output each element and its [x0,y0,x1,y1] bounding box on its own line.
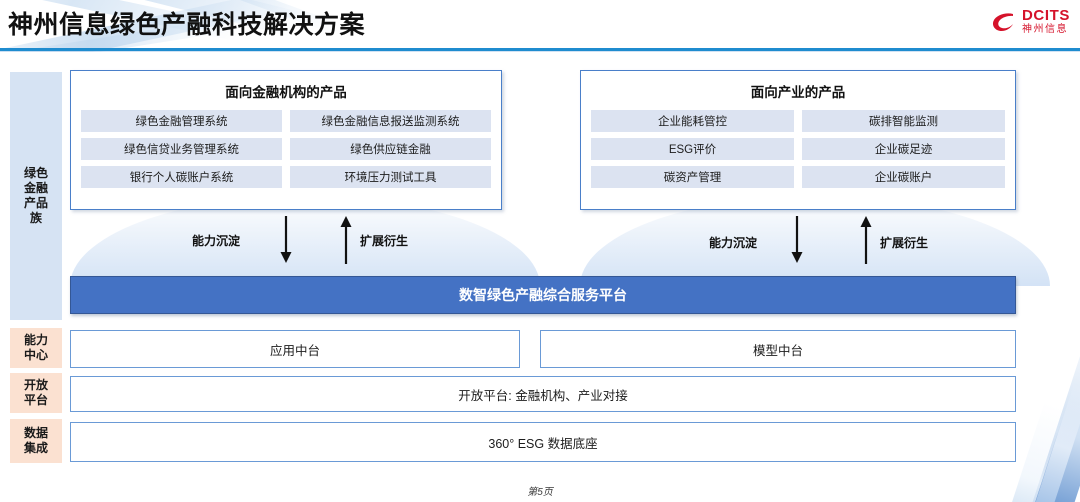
page-number-footer: 第5页 [527,487,553,498]
sidebar-item-open-platform[interactable]: 开放 平台 [10,373,62,413]
sidebar-item-capability-center[interactable]: 能力 中心 [10,328,62,368]
sidebar-item-label: 能力 中心 [23,333,48,362]
logo-en-label: DCITS [1022,7,1070,24]
panel-financial-institution-products: 面向金融机构的产品 绿色金融管理系统 绿色金融信息报送监测系统 绿色信贷业务管理… [70,70,502,210]
sidebar-item-green-finance-products[interactable]: 绿色 金融 产品 族 [10,72,62,320]
flow-label-expansion-derivation: 扩展衍生 [880,236,929,250]
header-divider-glow [0,51,1080,52]
arrow-up-icon [340,216,352,264]
sidebar-item-label: 开放 平台 [23,378,48,407]
corner-ribbon-decoration [1028,363,1080,502]
logo-text: DCITS 神州信息 [1022,8,1070,35]
corner-ribbon-decoration [1026,320,1080,502]
product-item[interactable]: 碳排智能监测 [802,110,1005,132]
page-title: 神州信息绿色产融科技解决方案 [8,11,366,39]
product-item[interactable]: 环境压力测试工具 [290,166,491,188]
panel-industry-products: 面向产业的产品 企业能耗管控 碳排智能监测 ESG评价 企业碳足迹 碳资产管理 … [580,70,1016,210]
capability-box-label: 模型中台 [752,343,803,358]
product-item[interactable]: 企业碳足迹 [802,138,1005,160]
arrow-down-icon [791,216,803,263]
sidebar-item-data-integration[interactable]: 数据 集成 [10,419,62,463]
platform-bar[interactable]: 数智绿色产融综合服务平台 [70,276,1016,314]
product-item[interactable]: 绿色信贷业务管理系统 [81,138,282,160]
arrow-up-icon [860,216,872,264]
company-logo: DCITS 神州信息 [991,8,1070,35]
product-item[interactable]: 碳资产管理 [591,166,794,188]
capability-box-application-middle-platform[interactable]: 应用中台 [70,330,520,368]
dcits-swoosh-icon [992,12,1013,31]
flow-label-expansion-derivation: 扩展衍生 [360,234,409,248]
product-item[interactable]: 企业碳账户 [802,166,1005,188]
panel-product-grid: 企业能耗管控 碳排智能监测 ESG评价 企业碳足迹 碳资产管理 企业碳账户 [581,101,1015,198]
slide-header: 神州信息绿色产融科技解决方案 DCITS 神州信息 [0,0,1080,52]
open-platform-label: 开放平台: 金融机构、产业对接 [458,388,628,403]
product-item[interactable]: 绿色供应链金融 [290,138,491,160]
capability-box-label: 应用中台 [269,343,320,358]
product-item[interactable]: 绿色金融管理系统 [81,110,282,132]
arrow-down-icon [280,216,292,263]
product-item[interactable]: ESG评价 [591,138,794,160]
product-item[interactable]: 企业能耗管控 [591,110,794,132]
flow-label-capability-precipitation: 能力沉淀 [192,234,241,248]
sidebar-item-label: 数据 集成 [23,426,48,455]
logo-cn-label: 神州信息 [1022,24,1068,35]
sidebar-item-label: 绿色 金融 产品 族 [23,166,48,225]
header-divider [0,48,1080,51]
data-integration-label: 360° ESG 数据底座 [488,436,598,451]
panel-title: 面向金融机构的产品 [225,85,347,100]
panel-title: 面向产业的产品 [750,85,846,100]
capability-box-model-middle-platform[interactable]: 模型中台 [540,330,1016,368]
product-item[interactable]: 银行个人碳账户系统 [81,166,282,188]
open-platform-box[interactable]: 开放平台: 金融机构、产业对接 [70,376,1016,412]
platform-bar-label: 数智绿色产融综合服务平台 [459,287,627,303]
product-item[interactable]: 绿色金融信息报送监测系统 [290,110,491,132]
panel-product-grid: 绿色金融管理系统 绿色金融信息报送监测系统 绿色信贷业务管理系统 绿色供应链金融… [71,101,501,198]
data-integration-box[interactable]: 360° ESG 数据底座 [70,422,1016,462]
flow-label-capability-precipitation: 能力沉淀 [709,236,758,250]
